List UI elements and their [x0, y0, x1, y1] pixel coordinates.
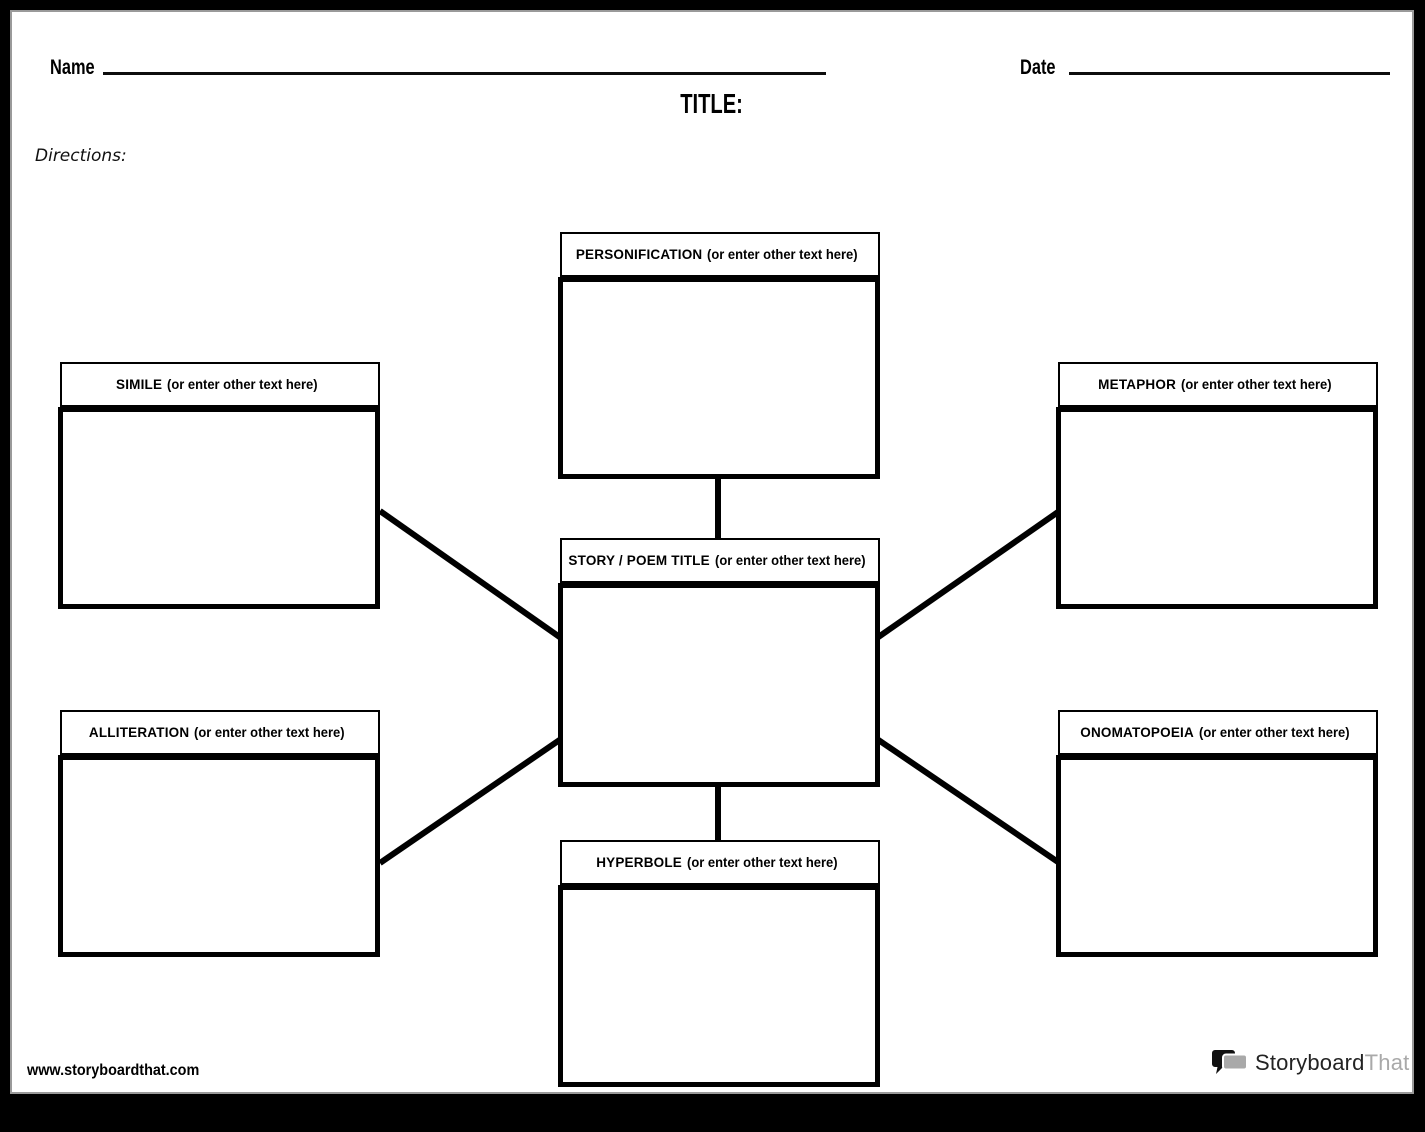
page-title: TITLE:	[680, 88, 744, 119]
node-story-poem-title-hint: (or enter other text here)	[714, 553, 866, 568]
connector-onomatopoeia	[875, 736, 1060, 865]
node-personification-hint: (or enter other text here)	[707, 247, 858, 262]
node-simile-writing-area[interactable]	[58, 407, 380, 609]
node-onomatopoeia-hint: (or enter other text here)	[1198, 725, 1350, 740]
node-metaphor-title: METAPHOR	[1098, 377, 1177, 392]
node-alliteration-hint: (or enter other text here)	[194, 725, 345, 740]
website-url: www.storyboardthat.com	[27, 1062, 200, 1079]
node-metaphor-writing-area[interactable]	[1056, 407, 1378, 609]
node-onomatopoeia-header[interactable]: ONOMATOPOEIA (or enter other text here)	[1058, 710, 1378, 755]
node-alliteration-header[interactable]: ALLITERATION (or enter other text here)	[60, 710, 380, 755]
node-hyperbole-writing-area[interactable]	[558, 885, 880, 1087]
node-alliteration-writing-area[interactable]	[58, 755, 380, 957]
connector-alliteration	[378, 736, 563, 866]
date-label: Date	[1020, 56, 1056, 79]
node-personification-title: PERSONIFICATION	[575, 247, 703, 262]
name-label: Name	[50, 56, 95, 79]
connector-simile	[378, 508, 563, 641]
node-metaphor-header[interactable]: METAPHOR (or enter other text here)	[1058, 362, 1378, 407]
node-onomatopoeia-title: ONOMATOPOEIA	[1080, 725, 1194, 740]
node-onomatopoeia-writing-area[interactable]	[1056, 755, 1378, 957]
node-alliteration-title: ALLITERATION	[88, 725, 190, 740]
node-story-poem-title-title: STORY / POEM TITLE	[568, 553, 710, 568]
node-personification-header[interactable]: PERSONIFICATION (or enter other text her…	[560, 232, 880, 277]
connector-metaphor	[875, 509, 1060, 641]
name-line	[103, 72, 826, 75]
logo-text-storyboard: Storyboard	[1255, 1050, 1365, 1075]
storyboardthat-logo: StoryboardThat	[1212, 1048, 1409, 1078]
directions-label: Directions:	[35, 146, 127, 166]
node-personification-writing-area[interactable]	[558, 277, 880, 479]
node-simile-title: SIMILE	[116, 377, 163, 392]
node-simile-hint: (or enter other text here)	[167, 377, 318, 392]
node-hyperbole-header[interactable]: HYPERBOLE (or enter other text here)	[560, 840, 880, 885]
logo-text: StoryboardThat	[1255, 1050, 1409, 1076]
node-metaphor-hint: (or enter other text here)	[1181, 377, 1332, 392]
node-hyperbole-title: HYPERBOLE	[596, 855, 683, 870]
chat-bubbles-icon	[1212, 1050, 1248, 1074]
node-simile-header[interactable]: SIMILE (or enter other text here)	[60, 362, 380, 407]
worksheet-page: Name Date TITLE: Directions: PERSONIFICA…	[10, 10, 1414, 1094]
node-story-poem-title-header[interactable]: STORY / POEM TITLE (or enter other text …	[560, 538, 880, 583]
node-hyperbole-hint: (or enter other text here)	[687, 855, 838, 870]
date-line	[1069, 72, 1390, 75]
logo-text-that: That	[1364, 1050, 1410, 1075]
node-story-poem-title-writing-area[interactable]	[558, 583, 880, 787]
